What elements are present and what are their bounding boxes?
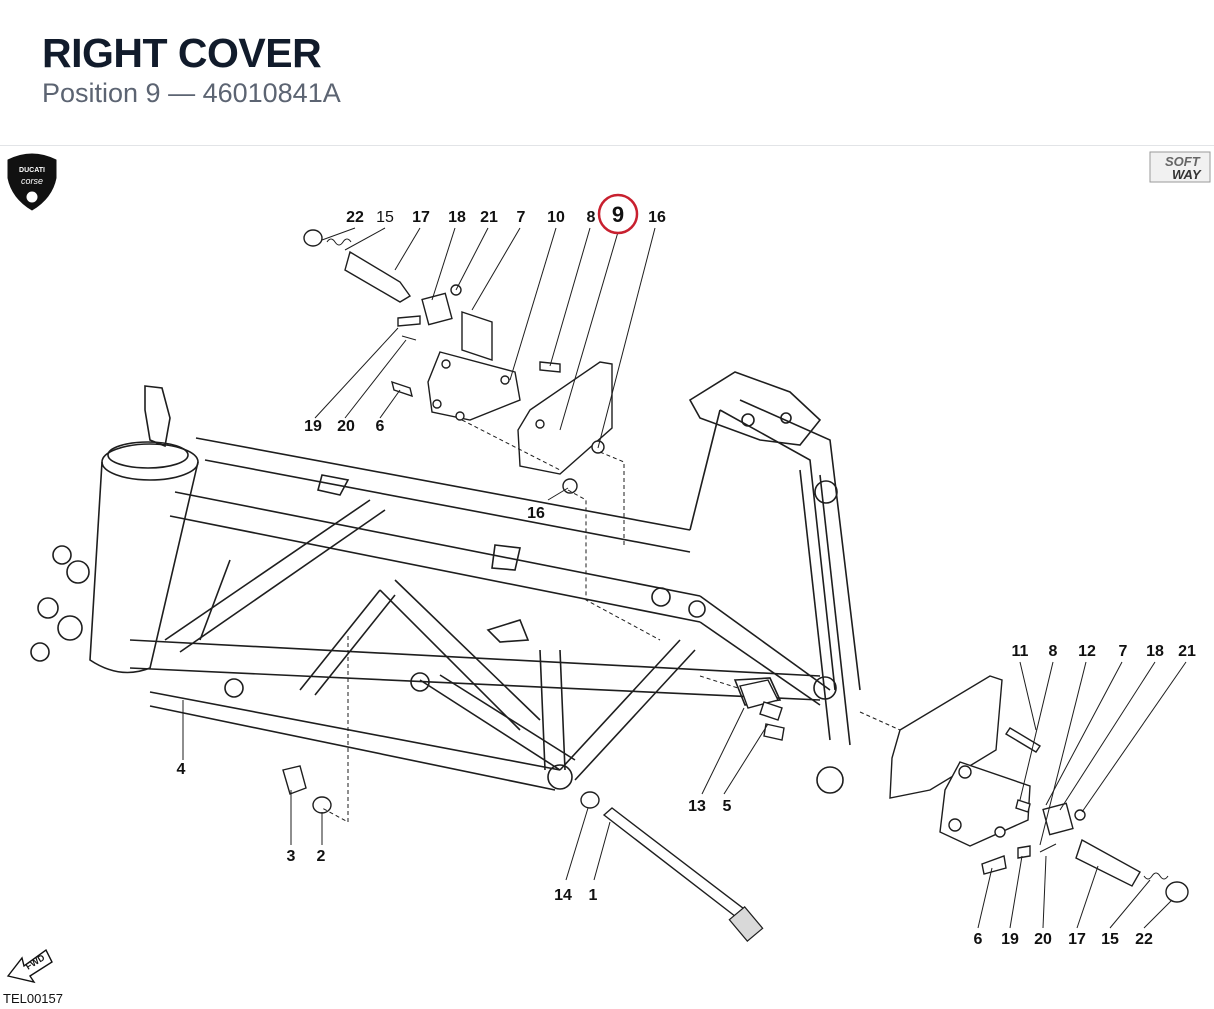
callout-12-right: 12 [1078, 643, 1096, 660]
callout-6-right: 6 [974, 931, 983, 948]
callout-17-top: 17 [412, 209, 430, 226]
callout-17-right: 17 [1068, 931, 1086, 948]
callout-14: 14 [554, 887, 572, 904]
callout-10-top: 10 [547, 209, 565, 226]
part-9-right-cover [517, 361, 613, 494]
callout-22-right: 22 [1135, 931, 1153, 948]
callout-5: 5 [723, 798, 732, 815]
highlight-ring [597, 193, 639, 235]
callout-22-top: 22 [346, 209, 364, 226]
page-title: RIGHT COVER [42, 30, 322, 76]
forward-arrow-icon: FWD [6, 948, 53, 984]
callout-15-top: 15 [376, 209, 394, 226]
callout-2: 2 [317, 848, 326, 865]
callout-19-left: 19 [304, 418, 322, 435]
right-footrest-group [889, 675, 1189, 903]
softway-logo: SOFT WAY [1149, 151, 1211, 183]
frame-assembly [30, 371, 861, 794]
callout-9-highlighted: 9 [612, 202, 624, 227]
exploded-parts-diagram: DUCATI corse SOFT WAY [3, 151, 1211, 1006]
page-subtitle: Position 9 — 46010841A [42, 78, 341, 108]
callout-16-top: 16 [648, 209, 666, 226]
callout-11-right: 11 [1012, 643, 1029, 660]
logo-sub-text: corse [21, 176, 43, 186]
callout-20-left: 20 [337, 418, 355, 435]
softway-line2: WAY [1172, 167, 1202, 182]
callout-7-top: 7 [517, 209, 526, 226]
callout-13: 13 [688, 798, 706, 815]
page-header: RIGHT COVER Position 9 — 46010841A [0, 0, 1214, 146]
callout-4: 4 [177, 761, 186, 778]
callout-18-top: 18 [448, 209, 466, 226]
callout-18-right: 18 [1146, 643, 1164, 660]
callout-3: 3 [287, 848, 296, 865]
callout-15-right: 15 [1101, 931, 1119, 948]
callout-1: 1 [589, 887, 598, 904]
ducati-corse-logo: DUCATI corse [7, 153, 57, 211]
callout-19-right: 19 [1001, 931, 1019, 948]
top-footrest-group [303, 229, 561, 421]
callout-16-mid: 16 [527, 505, 545, 522]
loose-parts [282, 679, 785, 942]
callout-7-right: 7 [1119, 643, 1128, 660]
callout-labels: 22 15 17 18 21 7 10 8 9 16 19 20 6 16 11… [177, 202, 1196, 948]
drawing-code: TEL00157 [3, 991, 63, 1006]
softway-line1: SOFT [1165, 154, 1201, 169]
callout-21-top: 21 [480, 209, 498, 226]
callout-8-right: 8 [1049, 643, 1058, 660]
leader-lines [182, 227, 1187, 929]
callout-20-right: 20 [1034, 931, 1052, 948]
callout-21-right: 21 [1178, 643, 1196, 660]
callout-8-top: 8 [587, 209, 596, 226]
callout-6-left: 6 [376, 418, 385, 435]
logo-brand-text: DUCATI [19, 167, 45, 174]
